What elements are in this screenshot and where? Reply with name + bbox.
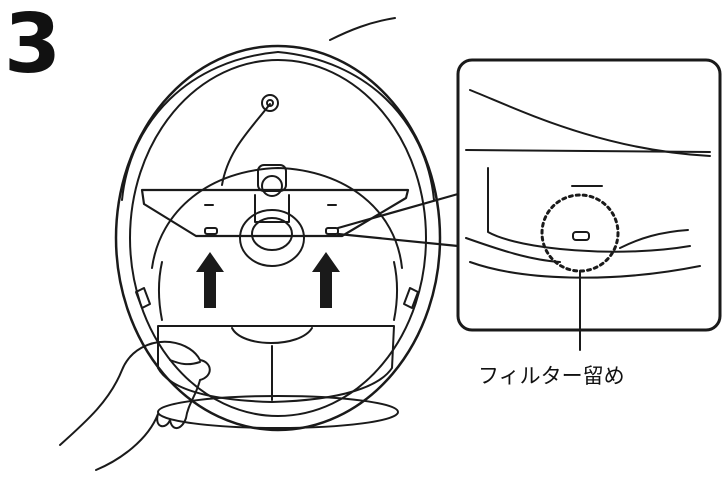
filter-clip-slot-icon <box>572 231 590 241</box>
lift-arrow-icon <box>196 252 224 308</box>
lift-arrow-icon <box>312 252 340 308</box>
center-mount <box>239 164 305 267</box>
filter-clip-label: フィルター留め <box>478 364 625 388</box>
power-cord <box>329 17 396 41</box>
filter-clip-slot-icon <box>325 227 339 235</box>
filter-frame-plate <box>140 188 410 238</box>
zoom-connector <box>336 192 460 248</box>
step-number: 3 <box>4 0 62 92</box>
filter-tray <box>157 325 399 429</box>
device-body <box>114 44 442 432</box>
detail-inset <box>456 58 722 351</box>
filter-clip-slot-icon <box>204 227 218 235</box>
hand-illustration <box>59 340 211 471</box>
